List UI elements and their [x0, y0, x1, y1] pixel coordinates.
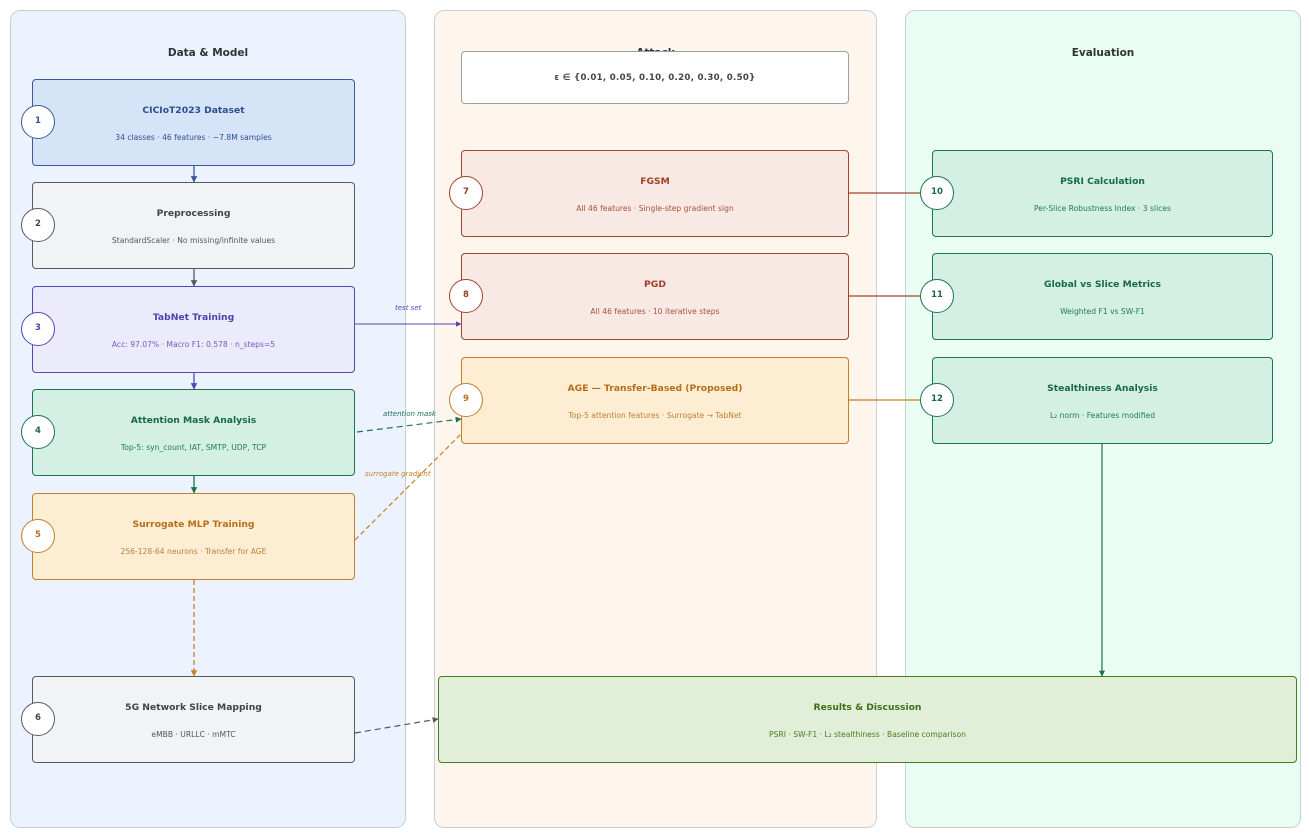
node-psri-subtitle: Per-Slice Robustness Index · 3 slices	[1034, 204, 1171, 213]
node-global-vs-slice: Global vs Slice Metrics Weighted F1 vs S…	[932, 253, 1273, 340]
node-surrogate-title: Surrogate MLP Training	[132, 519, 255, 530]
node-results-discussion: Results & Discussion PSRI · SW-F1 · L₂ s…	[438, 676, 1297, 763]
node-stealthiness-title: Stealthiness Analysis	[1047, 383, 1158, 394]
node-slice-mapping: 5G Network Slice Mapping eMBB · URLLC · …	[32, 676, 355, 763]
node-preprocessing: Preprocessing StandardScaler · No missin…	[32, 182, 355, 269]
node-dataset-subtitle: 34 classes · 46 features · ~7.8M samples	[115, 133, 272, 142]
node-dataset: CICIoT2023 Dataset 34 classes · 46 featu…	[32, 79, 355, 166]
node-slice-mapping-title: 5G Network Slice Mapping	[125, 702, 262, 713]
step-badge-7: 7	[449, 176, 483, 210]
lane-title-evaluation: Evaluation	[1071, 47, 1135, 59]
step-badge-1: 1	[21, 105, 55, 139]
node-stealthiness-subtitle: L₂ norm · Features modified	[1049, 411, 1156, 420]
step-badge-11: 11	[920, 279, 954, 313]
edge-label-attention-mask: attention mask	[383, 410, 436, 418]
node-tabnet-subtitle: Acc: 97.07% · Macro F1: 0.578 · n_steps=…	[111, 340, 276, 349]
node-pgd: PGD All 46 features · 10 iterative steps	[461, 253, 849, 340]
node-surrogate-subtitle: 256-128-64 neurons · Transfer for AGE	[120, 547, 267, 556]
edge-label-test-set: test set	[395, 304, 422, 312]
step-badge-6: 6	[21, 702, 55, 736]
node-fgsm: FGSM All 46 features · Single-step gradi…	[461, 150, 849, 237]
node-preprocessing-subtitle: StandardScaler · No missing/infinite val…	[111, 236, 276, 245]
step-badge-10: 10	[920, 176, 954, 210]
step-badge-8: 8	[449, 279, 483, 313]
node-slice-mapping-subtitle: eMBB · URLLC · mMTC	[151, 730, 236, 739]
node-fgsm-subtitle: All 46 features · Single-step gradient s…	[576, 204, 734, 213]
epsilon-values-box: ε ∈ {0.01, 0.05, 0.10, 0.20, 0.30, 0.50}	[461, 51, 849, 104]
step-badge-4: 4	[21, 415, 55, 449]
node-age: AGE — Transfer-Based (Proposed) Top-5 at…	[461, 357, 849, 444]
node-results-title: Results & Discussion	[813, 702, 922, 713]
node-age-subtitle: Top-5 attention features · Surrogate → T…	[568, 411, 742, 420]
node-pgd-title: PGD	[644, 279, 666, 290]
node-dataset-title: CICIoT2023 Dataset	[142, 105, 245, 116]
node-tabnet-title: TabNet Training	[152, 312, 235, 323]
step-badge-12: 12	[920, 383, 954, 417]
node-surrogate-mlp: Surrogate MLP Training 256-128-64 neuron…	[32, 493, 355, 580]
node-preprocessing-title: Preprocessing	[156, 208, 231, 219]
epsilon-values-text: ε ∈ {0.01, 0.05, 0.10, 0.20, 0.30, 0.50}	[554, 73, 756, 83]
node-tabnet-training: TabNet Training Acc: 97.07% · Macro F1: …	[32, 286, 355, 373]
node-attention-subtitle: Top-5: syn_count, IAT, SMTP, UDP, TCP	[120, 443, 267, 452]
node-results-subtitle: PSRI · SW-F1 · L₂ stealthiness · Baselin…	[769, 730, 966, 739]
node-stealthiness: Stealthiness Analysis L₂ norm · Features…	[932, 357, 1273, 444]
step-badge-5: 5	[21, 519, 55, 553]
node-fgsm-title: FGSM	[640, 176, 670, 187]
step-badge-3: 3	[21, 312, 55, 346]
edge-4-9	[356, 416, 462, 433]
node-global-vs-slice-subtitle: Weighted F1 vs SW-F1	[1060, 307, 1145, 316]
step-badge-9: 9	[449, 383, 483, 417]
step-badge-2: 2	[21, 208, 55, 242]
node-age-title: AGE — Transfer-Based (Proposed)	[567, 383, 743, 394]
lane-title-data-model: Data & Model	[167, 47, 249, 59]
node-psri-title: PSRI Calculation	[1060, 176, 1145, 187]
node-pgd-subtitle: All 46 features · 10 iterative steps	[590, 307, 720, 316]
node-attention-mask: Attention Mask Analysis Top-5: syn_count…	[32, 389, 355, 476]
node-attention-title: Attention Mask Analysis	[130, 415, 257, 426]
edge-6-results	[354, 716, 439, 734]
edge-label-surrogate-gradient: surrogate gradient	[365, 470, 431, 478]
node-psri: PSRI Calculation Per-Slice Robustness In…	[932, 150, 1273, 237]
edge-5-9	[354, 433, 462, 541]
node-global-vs-slice-title: Global vs Slice Metrics	[1044, 279, 1161, 290]
